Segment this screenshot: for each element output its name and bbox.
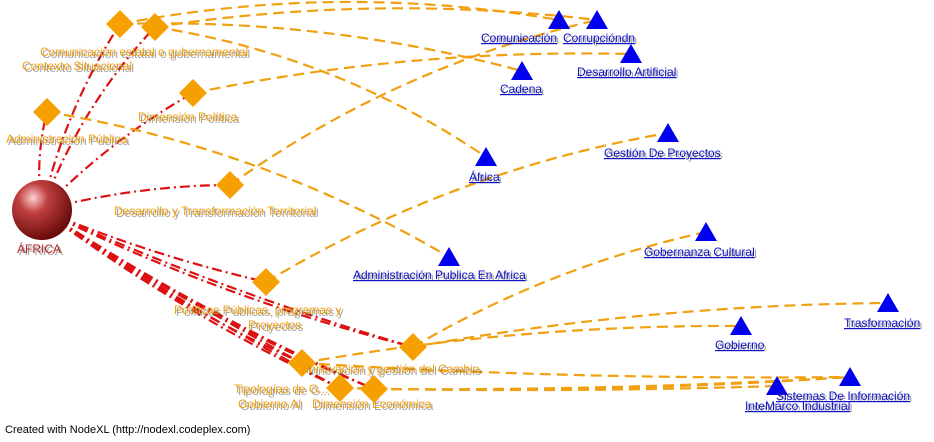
topic-edge-innovacion-gobernanza-cultural — [412, 230, 707, 348]
category-label-gobierno-ai-shadow: Gobierno AI — [240, 399, 303, 413]
topic-edge-gobierno-ai-sistemas-informacion — [339, 375, 851, 391]
topic-label-gobierno: Gobierno — [715, 338, 765, 352]
topic-label-desarrollo-artificial-shadow: Desarrollo Artificial — [579, 67, 678, 81]
category-label-politicas-line2-shadow: Proyectos — [250, 320, 303, 334]
hub-edge-tipologias — [41, 209, 303, 365]
topic-edge-contexto-corrupcion — [154, 7, 598, 29]
topic-label-sistemas-informacion-shadow: Sistemas De Información — [778, 391, 912, 405]
topic-edge-comunicacion-estatal-cadena — [119, 22, 523, 73]
category-diamond-comunicacion-estatal[interactable] — [106, 10, 134, 38]
topic-label-africa-shadow: África — [471, 171, 502, 186]
topic-triangle-cadena[interactable] — [511, 61, 533, 80]
category-diamond-gobierno-ai[interactable] — [326, 374, 354, 402]
topic-label-corrupcion: Corrupcióndn — [563, 31, 635, 45]
topic-edge-gobierno-ai-marco-industrial — [339, 384, 778, 392]
topic-triangle-trasformacion[interactable] — [877, 293, 899, 312]
topic-label-trasformacion: Trasformación — [844, 316, 920, 330]
hub-label: ÁFRICA — [17, 241, 61, 256]
credit-text: Created with NodeXL (http://nodexl.codep… — [5, 424, 251, 436]
topic-label-marco-industrial: InteMarco Industrial — [745, 399, 850, 413]
hub-edge-politicas — [41, 208, 267, 284]
topic-label-gobierno-shadow: Gobierno — [717, 340, 767, 354]
topic-label-admin-africa: Administración Publica En Africa — [353, 268, 526, 282]
topic-label-cadena-shadow: Cadena — [502, 84, 544, 98]
topic-edge-tipologias-sistemas-informacion — [301, 361, 851, 379]
category-label-dimension-economica-shadow: Dimensión Económica — [314, 399, 434, 413]
topic-edge-dimension-politica-desarrollo-artificial — [192, 52, 632, 95]
category-diamond-desarrollo[interactable] — [216, 171, 244, 199]
category-label-contexto-shadow: Contexto Situacional — [24, 61, 134, 75]
hub-edge-innovacion — [41, 208, 414, 349]
topic-label-trasformacion-shadow: Trasformación — [846, 318, 922, 332]
category-label-administracion-publica: Administración Pública — [6, 132, 128, 146]
category-label-gobierno-ai: Gobierno AI — [238, 397, 301, 411]
topic-triangle-gestion-proyectos[interactable] — [657, 123, 679, 142]
topic-triangle-admin-africa[interactable] — [438, 247, 460, 266]
topic-triangle-corrupcion[interactable] — [586, 10, 608, 29]
category-label-desarrollo: Desarrollo y Transformación Territorial — [114, 204, 317, 218]
category-label-dimension-politica: Dimensión Política — [138, 110, 238, 124]
topic-label-admin-africa-shadow: Administración Publica En Africa — [355, 270, 528, 284]
topic-triangle-gobierno[interactable] — [730, 316, 752, 335]
hub-edge-extra-tipologias — [41, 209, 303, 364]
topic-triangle-sistemas-informacion[interactable] — [839, 367, 861, 386]
topic-edge-tipologias-gobierno — [301, 324, 742, 365]
hub-label-shadow: ÁFRICA — [19, 243, 63, 258]
category-label-comunicacion-estatal: Comunicación estatal o gubernamental — [40, 45, 248, 59]
category-label-politicas-line1-shadow: Políticas Públicas, programas y — [176, 305, 343, 319]
topic-label-gobernanza-cultural: Gobernanza Cultural — [644, 245, 755, 259]
topic-edge-contexto-africa — [154, 25, 487, 158]
graph-nodes — [12, 10, 899, 403]
topic-triangle-marco-industrial[interactable] — [766, 376, 788, 395]
category-diamond-contexto[interactable] — [141, 13, 169, 41]
topic-label-sistemas-informacion: Sistemas De Información — [776, 389, 910, 403]
hub-node-africa[interactable] — [12, 180, 72, 240]
topic-label-gestion-proyectos-shadow: Gestión De Proyectos — [606, 148, 723, 162]
category-diamond-tipologias[interactable] — [288, 349, 316, 377]
topic-edge-desarrollo-corrupcion — [229, 18, 598, 186]
category-label-tipologias: Tipologías de G... — [234, 382, 328, 396]
topic-label-gobernanza-cultural-shadow: Gobernanza Cultural — [646, 247, 757, 261]
topic-edge-comunicacion-estatal-comunicacion — [119, 0, 560, 26]
topic-label-africa: África — [469, 169, 500, 184]
topic-label-desarrollo-artificial: Desarrollo Artificial — [577, 65, 676, 79]
category-label-politicas-line2: Proyectos — [248, 318, 301, 332]
topic-label-gestion-proyectos: Gestión De Proyectos — [604, 146, 721, 160]
category-label-tipologias-shadow: Tipologías de G... — [236, 384, 330, 398]
topic-edge-innovacion-trasformacion — [412, 301, 889, 349]
category-label-dimension-economica: Dimensión Económica — [312, 397, 432, 411]
category-diamond-administracion-publica[interactable] — [33, 98, 61, 126]
category-diamond-dimension-politica[interactable] — [179, 79, 207, 107]
category-label-administracion-publica-shadow: Administración Pública — [8, 134, 130, 148]
topic-triangle-desarrollo-artificial[interactable] — [620, 44, 642, 63]
topic-edges — [46, 0, 889, 392]
topic-label-marco-industrial-shadow: InteMarco Industrial — [747, 401, 852, 415]
hub-edge-extra-dimension-economica — [41, 209, 375, 391]
category-label-contexto: Contexto Situacional — [22, 59, 132, 73]
topic-label-corrupcion-shadow: Corrupcióndn — [565, 33, 637, 47]
topic-triangle-gobernanza-cultural[interactable] — [695, 222, 717, 241]
category-label-comunicacion-estatal-shadow: Comunicación estatal o gubernamental — [42, 47, 250, 61]
topic-label-comunicacion: Comunicación — [481, 31, 557, 45]
topic-edge-administracion-publica-admin-africa — [46, 110, 450, 258]
category-label-innovacion-shadow: Innovación y gestión del Cambio — [308, 364, 482, 378]
hub-edge-extra-innovacion — [41, 209, 414, 349]
category-label-innovacion: Innovación y gestión del Cambio — [306, 362, 480, 376]
topic-label-comunicacion-shadow: Comunicación — [483, 33, 559, 47]
category-diamond-innovacion[interactable] — [399, 333, 427, 361]
category-diamond-dimension-economica[interactable] — [360, 375, 388, 403]
category-diamond-politicas[interactable] — [252, 268, 280, 296]
topic-edge-politicas-gestion-proyectos — [265, 131, 669, 283]
category-label-desarrollo-shadow: Desarrollo y Transformación Territorial — [116, 206, 319, 220]
topic-triangle-comunicacion[interactable] — [548, 10, 570, 29]
category-label-politicas-line1: Políticas Públicas, programas y — [174, 303, 341, 317]
topic-label-cadena: Cadena — [500, 82, 542, 96]
category-label-dimension-politica-shadow: Dimensión Política — [140, 112, 240, 126]
topic-triangle-africa[interactable] — [475, 147, 497, 166]
